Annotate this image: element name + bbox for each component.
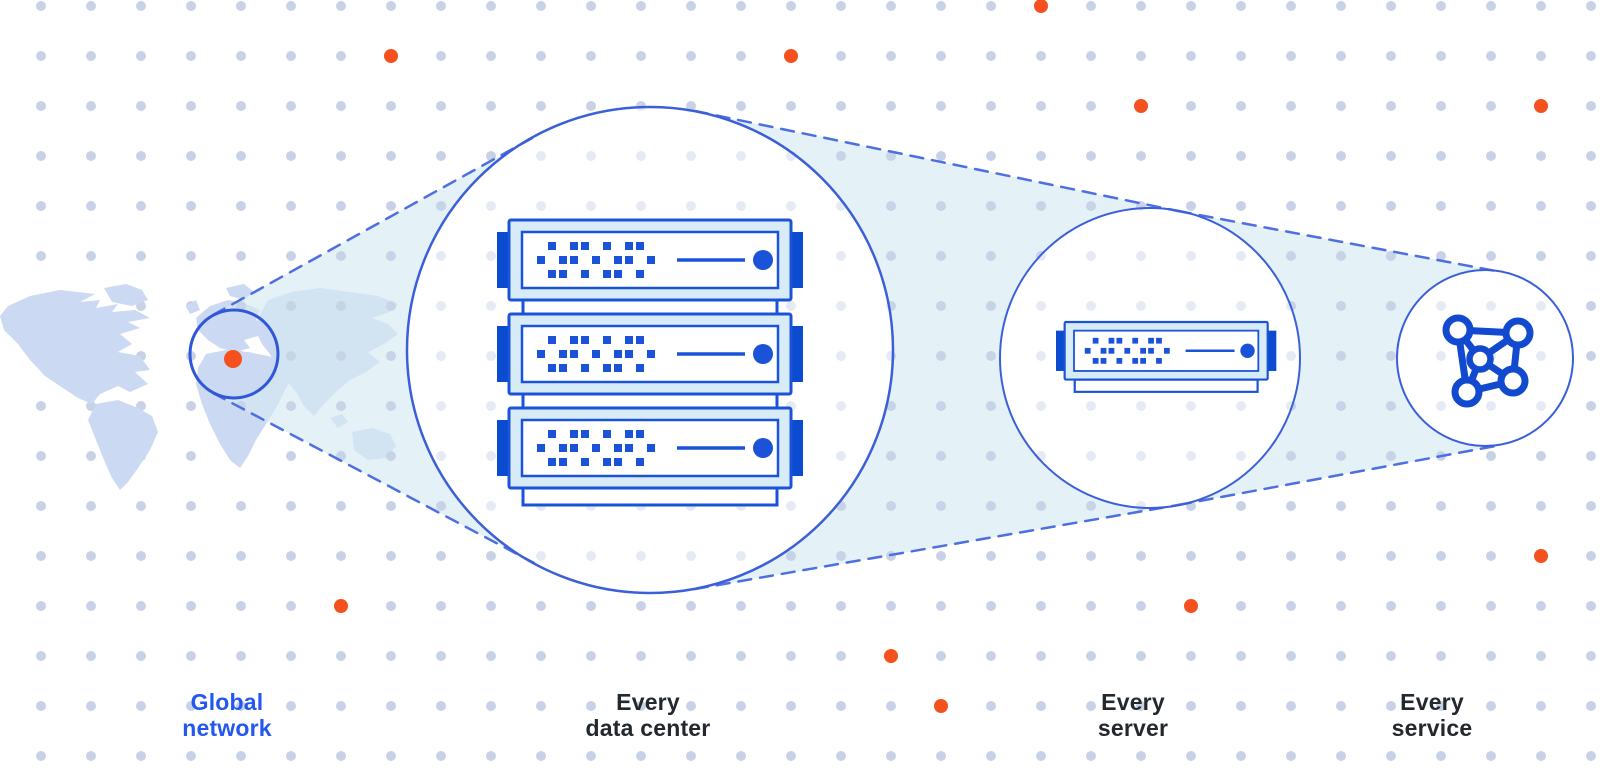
continent-north-america [0, 290, 150, 404]
label-every-data-center: Every data center [528, 689, 768, 741]
label-every-service: Every service [1312, 689, 1552, 741]
label-line: Every [1400, 689, 1464, 715]
label-line: service [1391, 715, 1473, 741]
accent-dot [1034, 0, 1048, 13]
accent-dot [1184, 599, 1198, 613]
accent-dot [334, 599, 348, 613]
continent-greenland [104, 284, 148, 306]
label-line: Every [1101, 689, 1165, 715]
mesh-network-icon [1442, 314, 1534, 408]
region-scandinavia [226, 284, 254, 300]
label-global-network: Global network [107, 689, 347, 741]
dashed-line-datacenter-to-server-bottom [693, 503, 1180, 591]
label-line: Global [190, 689, 264, 715]
label-line: Every [616, 689, 680, 715]
server-circle [999, 207, 1301, 509]
accent-dot [934, 699, 948, 713]
single-server-icon [1054, 320, 1278, 394]
label-line: server [1097, 715, 1169, 741]
service-circle [1396, 269, 1574, 447]
server-stack-icon [495, 218, 805, 507]
label-line: data center [585, 715, 711, 741]
label-every-server: Every server [1013, 689, 1253, 741]
accent-dots [334, 0, 1548, 713]
label-line: network [182, 715, 272, 741]
dashed-line-datacenter-to-server-top [693, 109, 1180, 213]
map-highlight-ring [188, 308, 280, 400]
server-unit-3 [495, 406, 805, 507]
continent-south-america [88, 400, 158, 490]
dashed-line-map-to-datacenter-bottom [211, 391, 536, 565]
accent-dot [384, 49, 398, 63]
accent-dot [884, 649, 898, 663]
dashed-line-server-to-service-top [1176, 209, 1503, 274]
data-center-circle [405, 105, 895, 595]
dashed-line-server-to-service-bottom [1176, 443, 1503, 507]
server-unit-1 [495, 218, 805, 319]
accent-dot [1134, 99, 1148, 113]
accent-dot [1534, 99, 1548, 113]
region-uk [186, 300, 200, 314]
accent-dot [1534, 549, 1548, 563]
zoom-dashed-lines [211, 109, 1503, 591]
accent-dot [784, 49, 798, 63]
map-location-dot [224, 350, 242, 368]
server-unit-2 [495, 312, 805, 413]
dashed-line-map-to-datacenter-top [211, 135, 536, 317]
